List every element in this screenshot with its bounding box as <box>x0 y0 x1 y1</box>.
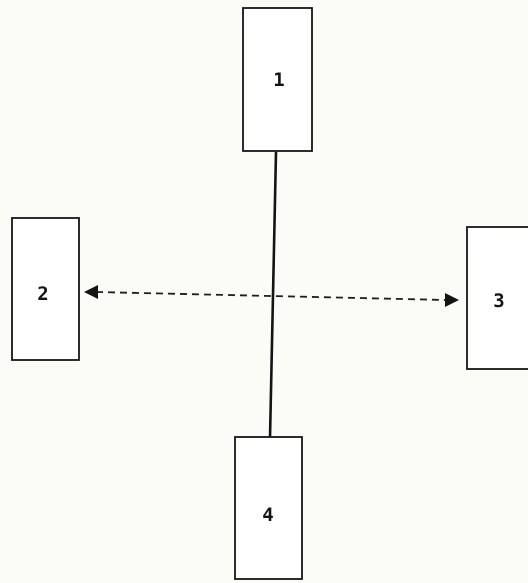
box-2: 2 <box>11 217 80 361</box>
box-4: 4 <box>234 436 303 580</box>
box-2-label: 2 <box>37 283 48 305</box>
box-2-frame <box>11 217 80 361</box>
connector-1-4 <box>268 151 278 439</box>
box-1: 1 <box>242 7 313 152</box>
arrow-head-right <box>445 293 459 307</box>
box-4-frame <box>234 436 303 580</box>
box-1-label: 1 <box>273 69 284 91</box>
box-4-label: 4 <box>262 504 273 526</box>
arrow-head-left <box>84 285 98 299</box>
box-3-label: 3 <box>493 290 504 312</box>
box-1-frame <box>242 7 313 152</box>
box-3-frame <box>466 226 528 370</box>
connector-2-3 <box>95 291 447 301</box>
box-3: 3 <box>466 226 528 370</box>
